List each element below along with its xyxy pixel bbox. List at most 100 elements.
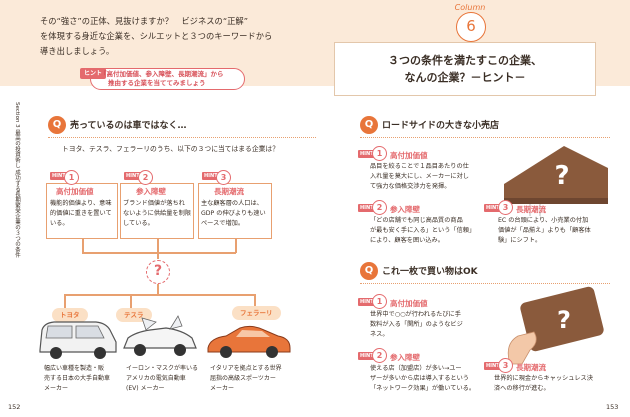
brand-desc-line: イタリアを拠点とする世界: [210, 365, 282, 372]
hint-title: 高付加価値: [390, 151, 428, 160]
hint-body-line: 数料が入る「関所」のようなビジ: [370, 321, 463, 328]
dotted-divider: [48, 137, 316, 138]
column-number: 6: [456, 12, 486, 42]
page-number-right: 153: [606, 403, 619, 411]
hint-body-line: 使える店（加盟店）が多い→ユー: [370, 365, 462, 372]
hint-body-line: ないように供給量を制限: [123, 210, 191, 217]
hint-body: 品目を絞ることで１品目あたりの仕 入れ量を莫大にし、メーカーに対し て強力な価格…: [370, 162, 500, 192]
connector: [64, 294, 66, 310]
question-lead: トヨタ、テスラ、フェラーリのうち、以下の３つに当てはまる企業は？: [62, 145, 280, 153]
hint-body: 主な顧客層の人口は、 GDP の伸びよりも速い ペースで増加。: [201, 199, 271, 229]
intro-text: その“強さ”の正体、見抜けますか？ ビジネスの“正解” を体現する身近な企業を、…: [40, 14, 330, 59]
hint-tag: HINT: [484, 204, 502, 212]
hint-body: 使える店（加盟店）が多い→ユー ザーが多いから店は導入するという 「ネットワーク…: [370, 364, 498, 394]
hint-title: 長期潮流: [516, 363, 546, 372]
intro-line: その“強さ”の正体、見抜けますか？ ビジネスの“正解”: [40, 16, 249, 26]
hint-number: 2: [372, 200, 387, 215]
hint-body-line: により、顧客を囲い込み。: [370, 237, 444, 244]
intro-line: を体現する身近な企業を、シルエットと３つのキーワードから: [40, 31, 273, 41]
hint-body-line: ペースで増加。: [201, 220, 245, 227]
brand-desc-line: アメリカの電気自動車: [126, 375, 186, 382]
hint-body-line: 「ネットワーク効果」が働いている。: [370, 385, 476, 392]
hint-body-line: 世界的に現金からキャッシュレス決: [494, 375, 593, 382]
hint-body-line: 世界中で○○が行われるたびに手: [370, 311, 461, 318]
connector: [235, 239, 237, 253]
brand-desc-tesla: イーロン・マスクが率いる アメリカの電気自動車 (EV) メーカー: [126, 364, 208, 394]
connector: [64, 294, 254, 296]
brand-desc-line: イーロン・マスクが率いる: [126, 365, 199, 372]
hint-tag: HINT: [358, 204, 376, 212]
question-badge: Q: [360, 116, 378, 134]
hint-text: 「高付加価値、参入障壁、長期潮流」から 推由する企業を当ててみましょう: [100, 70, 245, 88]
hint-card-1: [46, 183, 118, 239]
hint-body-line: 的価値に重きを置いて: [50, 210, 112, 217]
hint-body-line: ザーが多いから店は導入するという: [370, 375, 469, 382]
hint-number: 1: [372, 294, 387, 309]
question-heading: これ一枚で買い物はOK: [382, 267, 478, 277]
page-number-left: 152: [8, 403, 21, 411]
question-mark-icon: ?: [554, 161, 569, 191]
hint-title: 長期潮流: [214, 187, 244, 196]
hint-number: 2: [138, 170, 153, 185]
connector: [157, 284, 159, 294]
minivan-illustration: [39, 321, 117, 359]
brand-desc-line: メーカー: [210, 385, 235, 392]
hint-line: 推由する企業を当ててみましょう: [108, 79, 206, 87]
hint-body: EC の台頭により、小売業の付加 価値が「品揃え」よりも「顧客体 験」にシフト。: [498, 216, 616, 246]
connector: [157, 239, 159, 259]
question-mark-icon: ?: [557, 306, 571, 334]
hint-body-line: 験」にシフト。: [498, 237, 542, 244]
hint-tag: HINT: [50, 172, 68, 180]
hint-number: 2: [372, 348, 387, 363]
title-line: なんの企業？－ヒント－: [404, 71, 526, 84]
hint-tag: HINT: [202, 172, 220, 180]
brand-desc-line: (EV) メーカー: [126, 385, 165, 392]
hint-body-line: している。: [123, 220, 154, 227]
store-silhouette: ?: [504, 146, 608, 216]
hint-pill: [90, 68, 245, 90]
hint-title: 参入障壁: [136, 187, 166, 196]
question-heading: 売っているのは車ではなく…: [70, 121, 187, 131]
hint-tag: HINT: [358, 150, 376, 158]
brand-desc-line: 屈指の高級スポーツカー: [210, 375, 276, 382]
dotted-divider: [360, 137, 610, 138]
hint-body-line: EC の台頭により、小売業の付加: [498, 217, 589, 224]
hint-body-line: が最も安く手に入る」という「信頼」: [370, 227, 476, 234]
hint-number: 3: [216, 170, 231, 185]
hint-number: 1: [372, 146, 387, 161]
page-title: ３つの条件を満たすこの企業、 なんの企業？－ヒント－: [334, 52, 596, 86]
hint-body-line: いる。: [50, 220, 69, 227]
hint-body-line: 価値が「品揃え」よりも「顧客体: [498, 227, 591, 234]
question-badge: Q: [48, 116, 66, 134]
connector: [130, 294, 132, 310]
hint-number: 1: [64, 170, 79, 185]
hint-number: 3: [498, 358, 513, 373]
column-label: Column: [454, 3, 486, 12]
hint-title: 高付加価値: [390, 299, 428, 308]
brand-desc-ferrari: イタリアを拠点とする世界 屈指の高級スポーツカー メーカー: [210, 364, 296, 394]
ev-car-illustration: [123, 315, 197, 356]
hint-body-line: 機能的価値より、意味: [50, 200, 112, 207]
question-badge: Q: [360, 262, 378, 280]
hint-body-line: て強力な価格交渉力を発揮。: [370, 183, 451, 190]
hint-title: 参入障壁: [390, 205, 420, 214]
connector: [254, 294, 256, 308]
brand-desc-line: メーカー: [44, 385, 69, 392]
hint-body: ブランド価値が落ちれ ないように供給量を制限 している。: [123, 199, 193, 229]
brand-desc-line: 売する日本の大手自動車: [44, 375, 111, 382]
hint-tag: HINT: [358, 298, 376, 306]
intro-line: 導き出しましょう。: [40, 46, 115, 56]
hint-line: 「高付加価値、参入障壁、長期潮流」から: [100, 70, 224, 78]
hint-title: 参入障壁: [390, 353, 420, 362]
hint-number: 3: [498, 200, 513, 215]
hint-body-line: 主な顧客層の人口は、: [201, 200, 263, 207]
hint-body-line: 品目を絞ることで１品目あたりの仕: [370, 163, 469, 170]
hint-body: 世界的に現金からキャッシュレス決 済への移行が進む。: [494, 374, 618, 394]
hint-body: 世界中で○○が行われるたびに手 数料が入る「関所」のようなビジ ネス。: [370, 310, 496, 340]
hint-tag: HINT: [124, 172, 142, 180]
question-mark-icon: ?: [146, 260, 170, 284]
hint-body-line: 「どの店舗でも同じ高品質の商品: [370, 217, 463, 224]
hint-tag: ヒント: [80, 68, 107, 79]
hint-title: 高付加価値: [56, 187, 94, 196]
brand-desc-toyota: 幅広い車種を製造・販 売する日本の大手自動車 メーカー: [44, 364, 126, 394]
